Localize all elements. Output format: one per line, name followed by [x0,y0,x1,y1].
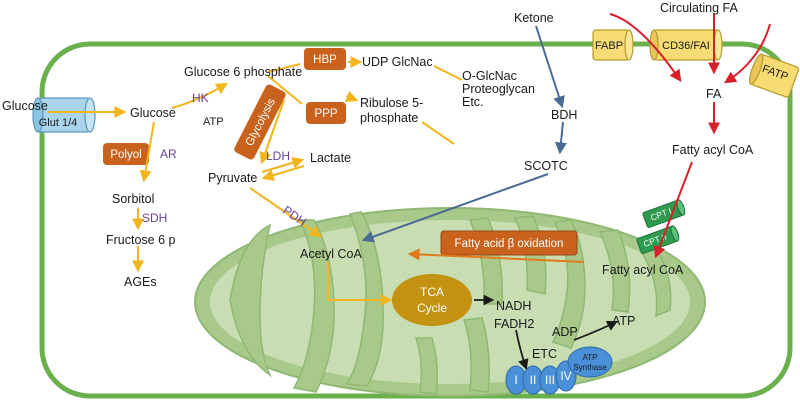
fatty-acid-arrows [609,13,771,259]
fa-label: FA [706,87,722,101]
glucose-outside-label: Glucose [2,99,48,113]
pyruvate-label: Pyruvate [208,171,257,185]
glut-transporter [32,97,96,133]
ldh-label: LDH [266,149,290,163]
glucose-label: Glucose [130,106,176,120]
tca-label-2: Cycle [417,301,447,315]
complex-3-label: III [545,373,555,387]
ribulose-label-1: Ribulose 5- [360,96,423,110]
complex-2-label: II [530,373,537,387]
g6p-label: Glucose 6 phosphate [184,65,302,79]
ketone-label: Ketone [514,11,554,25]
oxphos-arrows [474,294,618,371]
fao-box [440,230,578,256]
oglcnac-label-3: Etc. [462,95,484,109]
circulating-fa-label: Circulating FA [660,1,738,15]
ppp-box [306,102,346,124]
sorbitol-label: Sorbitol [112,192,154,206]
lactate-label: Lactate [310,151,351,165]
fructose-label: Fructose 6 p [106,233,176,247]
atp-synthase-label-1: ATP [583,353,598,362]
hk-label: HK [192,91,209,105]
etc-complexes [505,346,613,395]
atp-synthase-label-2: Synthase [573,363,607,372]
hbp-label: HBP [313,54,337,66]
fatty-acyl-coa-label-2: Fatty acyl CoA [602,263,684,277]
tca-label-1: TCA [420,285,444,299]
oglcnac-label-2: Proteoglycan [462,82,535,96]
atp-out-label: ATP [612,314,635,328]
polyol-box [103,143,149,165]
ribulose-label-2: phosphate [360,111,418,125]
complex-1-label: I [514,373,517,387]
ar-label: AR [160,147,177,161]
scotc-label: SCOTC [524,159,568,173]
nadh-label: NADH [496,299,531,313]
acetyl-coa-label: Acetyl CoA [300,247,362,261]
tca-cycle [392,274,472,326]
fatp-transporter [748,53,800,98]
ages-label: AGEs [124,275,157,289]
oglcnac-label-1: O-GlcNac [462,69,517,83]
cd36-transporter [649,29,723,61]
complex-4-label: IV [560,369,571,383]
udp-label: UDP GlcNac [362,55,433,69]
sdh-label: SDH [142,211,167,225]
bdh-label: BDH [551,108,577,122]
hbp-box [304,48,346,70]
fao-label: Fatty acid β oxidation [455,238,564,250]
atp-hk-label: ATP [203,116,224,128]
cd36-label: CD36/FAI [662,40,710,52]
fatty-acyl-coa-label-1: Fatty acyl CoA [672,143,754,157]
fabp-label: FABP [595,40,623,52]
polyol-label: Polyol [110,149,141,161]
fabp-transporter [592,29,634,61]
glucose-pathway-arrows [48,56,463,306]
etc-label: ETC [532,347,557,361]
ppp-label: PPP [314,108,337,120]
fadh2-label: FADH2 [494,317,534,331]
ketone-arrows [361,25,567,243]
adp-label: ADP [552,325,578,339]
fao-arrow [407,248,585,263]
glut-label: Glut 1/4 [39,117,78,129]
glycolysis-box [234,84,286,160]
